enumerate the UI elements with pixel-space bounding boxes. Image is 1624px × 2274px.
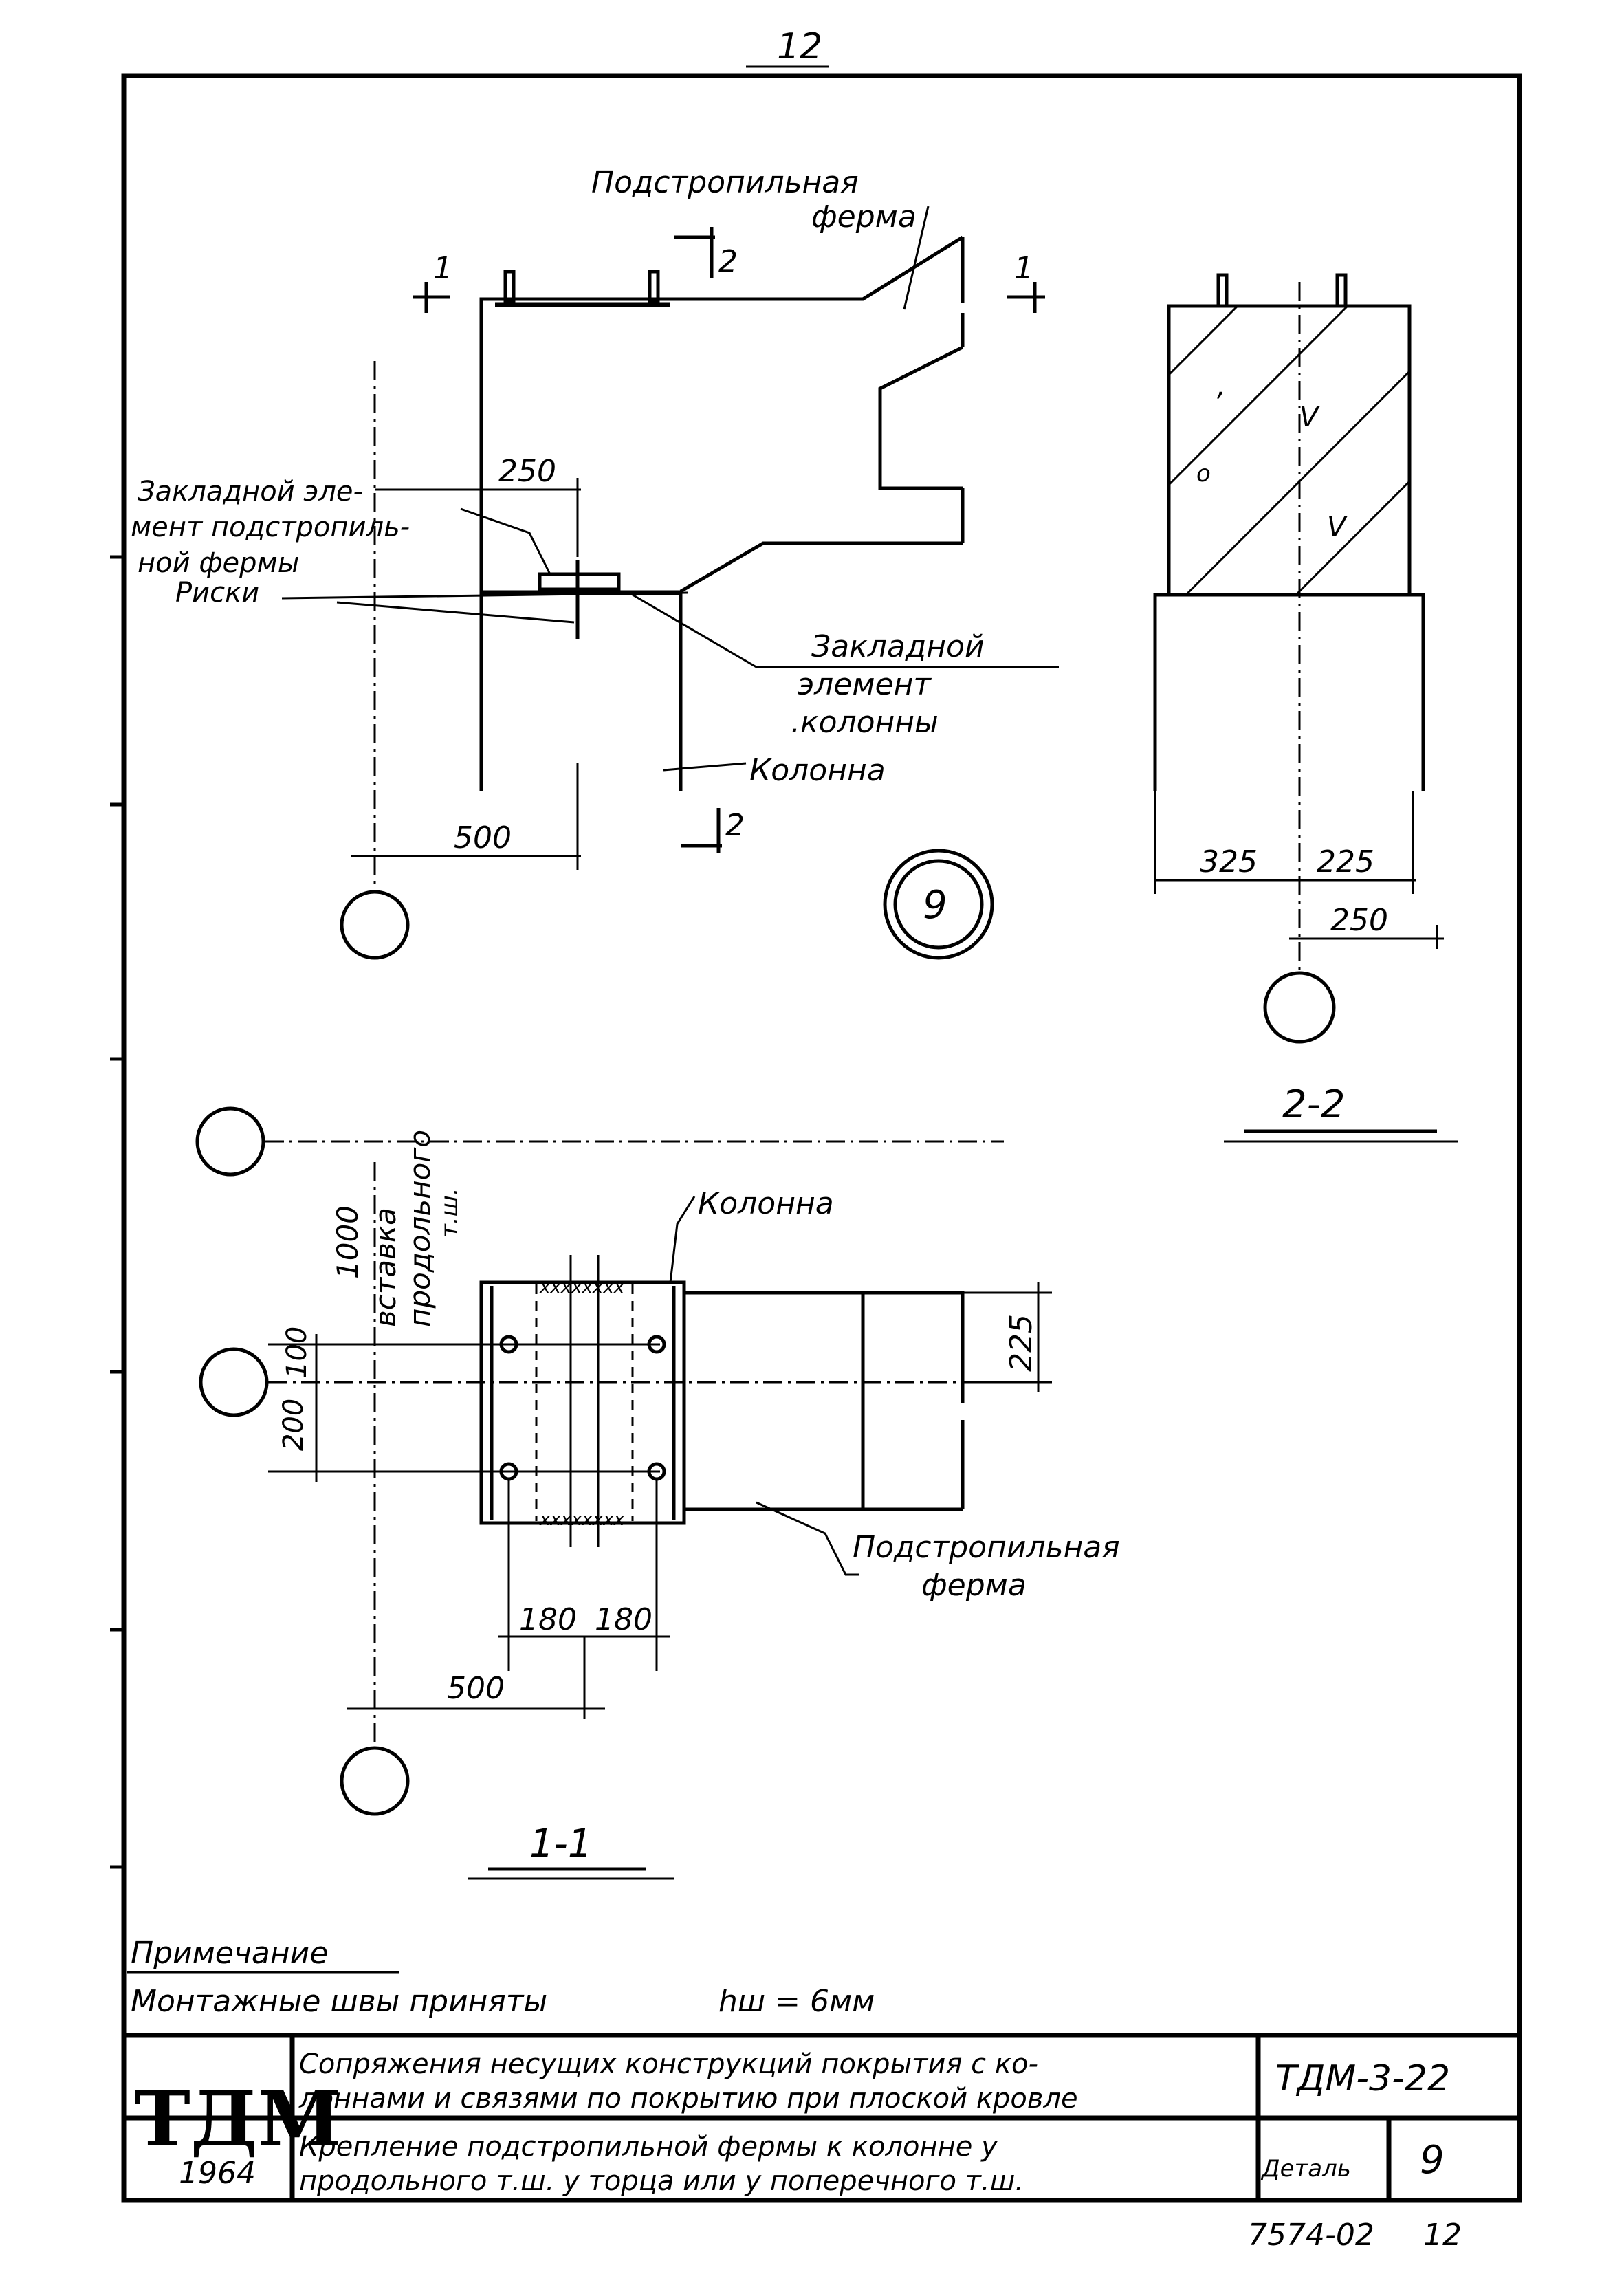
svg-text:o: o: [1196, 460, 1211, 488]
elevation-column-embed-label-3: .колонны: [791, 705, 939, 740]
svg-text:,: ,: [1217, 371, 1226, 402]
note-text: Монтажные швы приняты: [131, 1984, 547, 2019]
elevation-dim-500: 500: [454, 820, 512, 855]
section-2-2-dim-225: 225: [1317, 844, 1374, 879]
section-1-1-dim-200: 200: [278, 1399, 309, 1451]
sheet-title-1: Крепление подстропильной фермы к колонне…: [299, 2131, 998, 2163]
svg-text:xxxxxxxx: xxxxxxxx: [539, 1277, 625, 1298]
detail-value: 9: [1420, 2138, 1445, 2183]
elevation-column-embed-label-2: элемент: [798, 667, 932, 702]
section-1-1-insert-label-3: т.ш.: [436, 1188, 463, 1238]
section-1-1-truss-label-2: ферма: [921, 1568, 1027, 1603]
section-2-2-dim-250: 250: [1330, 903, 1388, 938]
section-1-1-title: 1-1: [529, 1822, 592, 1866]
elevation-truss-embed-label-1: Закладной эле-: [138, 476, 363, 507]
section-1-1-dim-100: 100: [281, 1326, 313, 1379]
elevation-section-mark-2-bottom: 2: [725, 808, 745, 843]
sheet-title-2: продольного т.ш. у торца или у поперечно…: [299, 2165, 1024, 2197]
section-1-1-column-label: Колонна: [698, 1186, 834, 1221]
elevation-truss-embed-label-2: мент подстропиль-: [131, 512, 410, 543]
detail-number: 9: [923, 883, 947, 928]
note-block: Примечание Монтажные швы приняты hш = 6м…: [127, 1936, 875, 2019]
elevation-section-mark-2-top: 2: [718, 244, 738, 279]
elevation-truss-embed-label-3: ной фермы: [138, 547, 299, 579]
elevation-column-label: Колонна: [749, 753, 886, 788]
elevation-truss-label-1: Подстропильная: [591, 165, 859, 200]
page-number: 12: [777, 26, 822, 67]
section-1-1-truss-label-1: Подстропильная: [853, 1530, 1120, 1565]
section-1-1-insert-1000: 1000: [331, 1205, 364, 1279]
svg-text:V: V: [1299, 402, 1320, 433]
year: 1964: [179, 2156, 256, 2191]
note-heading: Примечание: [131, 1936, 328, 1971]
svg-text:xxxxxxxx: xxxxxxxx: [539, 1509, 625, 1530]
elevation-truss-label-2: ферма: [811, 199, 917, 234]
series-code: ТДМ-3-22: [1275, 2058, 1450, 2099]
project-title-2: лоннами и связями по покрытию при плоско…: [298, 2083, 1078, 2114]
elevation-view: Подстропильная ферма 1 1 2 2: [131, 165, 1059, 960]
section-1-1-dim-225: 225: [1004, 1314, 1039, 1372]
elevation-dim-250: 250: [498, 454, 556, 489]
section-2-2: , V o V 325 225 250 2-2: [1153, 273, 1458, 1143]
elevation-section-mark-1-right: 1: [1014, 251, 1033, 286]
section-2-2-title: 2-2: [1282, 1082, 1345, 1127]
elevation-section-mark-1-left: 1: [433, 251, 452, 286]
elevation-marks-label: Риски: [175, 577, 259, 609]
svg-text:V: V: [1327, 512, 1348, 543]
elevation-column-embed-label-1: Закладной: [811, 629, 985, 664]
archive-number: 7574-02: [1248, 2218, 1374, 2253]
detail-label: Деталь: [1260, 2155, 1351, 2183]
section-1-1-insert-label-1: вставка: [369, 1207, 402, 1327]
section-1-1: 1000 вставка продольного т.ш. xxxxxxxx x…: [195, 1106, 1120, 1880]
archive-sheet: 12: [1423, 2218, 1462, 2253]
section-1-1-dim-180-a: 180: [519, 1602, 577, 1637]
note-formula: hш = 6мм: [718, 1984, 875, 2019]
section-1-1-dim-180-b: 180: [595, 1602, 652, 1637]
project-title-1: Сопряжения несущих конструкций покрытия …: [299, 2048, 1038, 2080]
section-1-1-insert-label-2: продольного: [403, 1130, 437, 1327]
logo: ТДМ: [134, 2075, 341, 2163]
title-block: ТДМ 1964 Сопряжения несущих конструкций …: [124, 2033, 1519, 2253]
section-1-1-dim-500: 500: [447, 1671, 505, 1706]
section-2-2-dim-325: 325: [1200, 844, 1258, 879]
sheet-frame: [121, 73, 1522, 2203]
